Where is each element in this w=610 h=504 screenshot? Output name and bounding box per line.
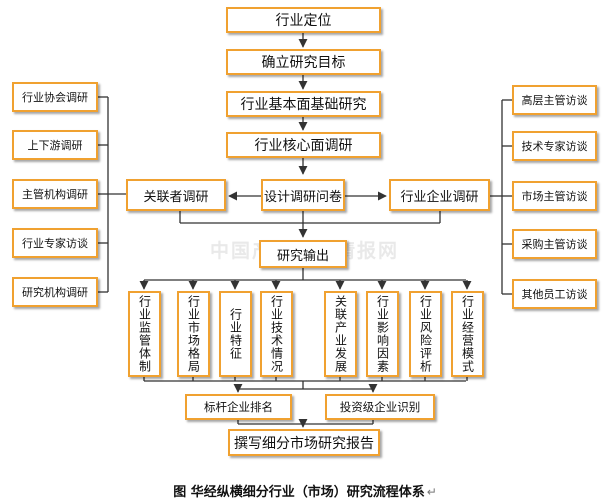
left-item-shangxiayou: 上下游调研 bbox=[12, 130, 98, 160]
right-item-caigou: 采购主管访谈 bbox=[512, 229, 597, 259]
output-shichang-geju: 行业市场格局 bbox=[177, 291, 210, 377]
node-report: 撰写细分市场研究报告 bbox=[228, 429, 380, 456]
output-jingying-moshi: 行业经营模式 bbox=[451, 291, 484, 377]
output-jishu-qingkuang: 行业技术情况 bbox=[260, 291, 293, 377]
node-qiye-diaoyan: 行业企业调研 bbox=[389, 179, 490, 211]
output-hangye-tezheng: 行业特征 bbox=[219, 291, 252, 377]
left-item-zhuguan: 主管机构调研 bbox=[12, 179, 98, 209]
right-item-shichang: 市场主管访谈 bbox=[512, 181, 597, 211]
node-touzi-shibie: 投资级企业识别 bbox=[325, 394, 435, 420]
right-item-jishu: 技术专家访谈 bbox=[512, 131, 597, 161]
fan-in-lines bbox=[143, 377, 468, 381]
left-item-yanjiujigou: 研究机构调研 bbox=[12, 277, 98, 307]
node-queli-mubiao: 确立研究目标 bbox=[226, 49, 381, 75]
output-fengxian-pingxi: 行业风险评析 bbox=[409, 291, 442, 377]
fan-out-arrows bbox=[139, 280, 472, 290]
right-item-qita: 其他员工访谈 bbox=[512, 279, 597, 309]
node-jibenmian: 行业基本面基础研究 bbox=[226, 91, 381, 117]
node-hangye-dingwei: 行业定位 bbox=[226, 7, 381, 33]
left-item-xiehui: 行业协会调研 bbox=[12, 82, 98, 112]
left-item-zhuanjia: 行业专家访谈 bbox=[12, 228, 98, 258]
figure-caption: 图 华经纵横细分行业（市场）研究流程体系↵ bbox=[0, 481, 610, 500]
caption-text: 图 华经纵横细分行业（市场）研究流程体系 bbox=[173, 485, 425, 500]
node-yanjiu-shuchu: 研究输出 bbox=[259, 240, 347, 268]
right-item-gaoceng: 高层主管访谈 bbox=[512, 85, 597, 115]
output-guanlian-chanye: 关联产业发展 bbox=[324, 291, 357, 377]
output-yingxiang-yinsu: 行业影响因素 bbox=[366, 291, 399, 377]
node-sheji-wenjuan: 设计调研问卷 bbox=[261, 179, 345, 211]
return-mark-icon: ↵ bbox=[426, 485, 437, 499]
node-biaogan-paiming: 标杆企业排名 bbox=[185, 394, 292, 420]
node-guanlianzhe: 关联者调研 bbox=[126, 179, 226, 211]
output-jianguan-tizhi: 行业监管体制 bbox=[128, 291, 161, 377]
node-hexinmian: 行业核心面调研 bbox=[226, 132, 381, 158]
